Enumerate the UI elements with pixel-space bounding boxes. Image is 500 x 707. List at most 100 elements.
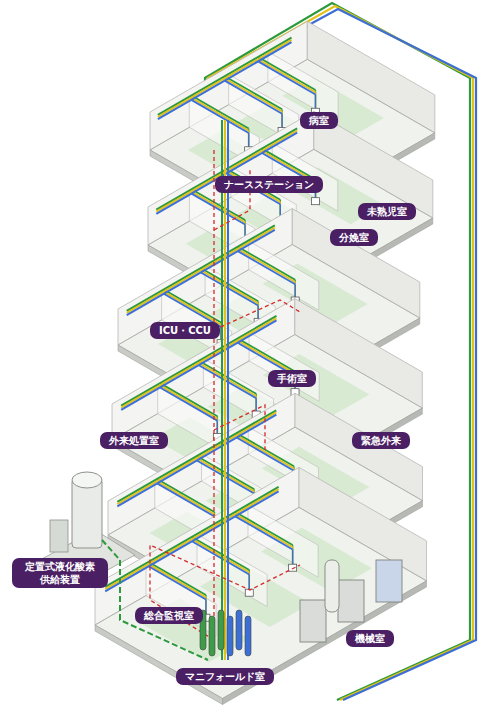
machine-unit: [376, 560, 402, 602]
gas-cylinder: [209, 616, 215, 656]
branch-pipe: [238, 341, 295, 374]
room-label: 総合監視室: [144, 609, 194, 622]
room-label-tag: 病室: [300, 112, 338, 129]
room-label: 分娩室: [339, 231, 369, 244]
branch-pipe: [156, 131, 297, 212]
monitor-line: [213, 150, 214, 640]
monitor-line: [214, 300, 300, 330]
room-label: 定置式液化酸素 供給装置: [21, 560, 99, 586]
branch-pipe: [191, 100, 248, 133]
gas-cylinder: [245, 616, 251, 656]
branch-pipe: [117, 410, 276, 502]
riser-pipe: [221, 120, 223, 660]
branch-pipe: [160, 388, 217, 421]
branch-pipe: [201, 272, 258, 305]
monitor-line: [150, 545, 300, 640]
room-label-tag: ICU・CCU: [150, 322, 220, 339]
branch-pipe: [201, 270, 258, 303]
branch-pipe: [160, 385, 217, 418]
room-label-tag: 定置式液化酸素 供給装置: [12, 558, 108, 588]
room-label: 機械室: [355, 632, 385, 645]
branch-pipe: [191, 96, 248, 129]
room-label-tag: 総合監視室: [135, 607, 203, 624]
branch-pipe: [191, 98, 248, 131]
branch-pipe: [117, 415, 276, 507]
branch-pipe: [258, 59, 315, 92]
room-label-tag: 機械室: [346, 630, 394, 647]
supply-loop-pipe: [211, 9, 476, 700]
gas-cylinder: [227, 616, 233, 656]
branch-pipe: [149, 566, 206, 599]
branch-pipe: [149, 564, 206, 597]
gas-cylinder: [218, 610, 224, 650]
branch-pipe: [238, 247, 295, 280]
room-label: 病室: [309, 114, 329, 127]
branch-pipe: [238, 251, 295, 284]
room-label: ナースステーション: [224, 178, 314, 191]
branch-pipe: [225, 78, 282, 111]
branch-pipe: [117, 412, 276, 504]
branch-pipe: [105, 491, 278, 591]
branch-pipe: [192, 189, 246, 220]
vaporizer: [50, 520, 68, 552]
monitor-line: [214, 405, 265, 450]
branch-pipe: [158, 40, 292, 117]
branch-pipe: [156, 128, 297, 209]
branch-pipe: [235, 516, 292, 549]
room-label-tag: 未熟児室: [358, 203, 416, 220]
branch-pipe: [158, 38, 292, 115]
room-label: ICU・CCU: [159, 324, 211, 337]
room-label-tag: 緊急外来: [352, 432, 410, 449]
air-tank: [325, 560, 339, 612]
riser-pipe: [227, 120, 229, 660]
room-label: マニフォールド室: [185, 670, 265, 683]
supply-pipe: [102, 540, 208, 660]
branch-pipe: [157, 479, 214, 512]
machine-unit: [338, 580, 364, 622]
branch-pipe: [164, 292, 221, 325]
branch-pipe: [258, 61, 315, 94]
branch-pipe: [235, 512, 292, 545]
branch-pipe: [238, 338, 295, 371]
branch-pipe: [105, 489, 278, 589]
branch-pipe: [127, 230, 275, 315]
branch-pipe: [225, 81, 282, 114]
gas-outlet: [312, 198, 320, 205]
branch-pipe: [160, 383, 217, 416]
room-label: 外来処置室: [109, 434, 159, 447]
branch-pipe: [192, 537, 249, 570]
branch-pipe: [121, 318, 276, 408]
branch-pipe: [158, 42, 292, 119]
room-label: 緊急外来: [361, 434, 401, 447]
room-label-tag: 外来処置室: [100, 432, 168, 449]
branch-pipe: [192, 191, 246, 222]
room-label-tag: 手術室: [268, 370, 316, 387]
branch-pipe: [225, 76, 282, 109]
room-label-tag: ナースステーション: [215, 176, 323, 193]
machine-unit: [300, 600, 326, 642]
oxygen-tank: [72, 472, 102, 488]
branch-pipe: [201, 268, 258, 301]
branch-pipe: [192, 194, 246, 225]
room-label: 未熟児室: [367, 205, 407, 218]
room-label-tag: 分娩室: [330, 229, 378, 246]
branch-pipe: [258, 57, 315, 90]
branch-pipe: [157, 481, 214, 514]
branch-pipe: [262, 149, 316, 180]
branch-pipe: [157, 483, 214, 516]
branch-pipe: [156, 133, 297, 214]
room-label-tag: マニフォールド室: [176, 668, 274, 685]
branch-pipe: [127, 225, 275, 310]
room-label: 手術室: [277, 372, 307, 385]
gas-cylinder: [236, 610, 242, 650]
branch-pipe: [238, 249, 295, 282]
branch-pipe: [105, 487, 278, 587]
branch-pipe: [164, 289, 221, 322]
branch-pipe: [235, 514, 292, 547]
branch-pipe: [121, 320, 276, 410]
branch-pipe: [121, 316, 276, 406]
branch-pipe: [127, 228, 275, 313]
branch-pipe: [192, 541, 249, 574]
